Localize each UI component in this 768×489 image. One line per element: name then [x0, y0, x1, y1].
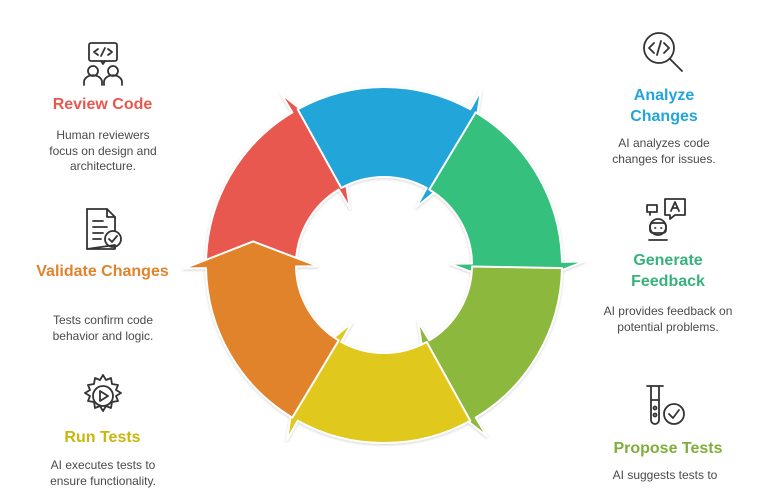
step-title: Analyze Changes — [630, 87, 698, 125]
step-description: AI executes tests to ensure functionalit… — [50, 458, 156, 488]
step-title: Review Code — [52, 96, 153, 113]
step-description: Tests confirm code behavior and logic. — [52, 313, 154, 343]
step-description: AI provides feedback on potential proble… — [603, 304, 733, 334]
step-title: Propose Tests — [613, 440, 723, 457]
play-gear-icon — [84, 374, 122, 412]
code-search-icon — [643, 32, 683, 72]
ai-chat-icon — [646, 198, 686, 241]
step-title: Validate Changes — [36, 263, 169, 280]
cycle-arrow-analyze — [296, 86, 482, 209]
step-description: AI analyzes code changes for issues. — [612, 136, 716, 166]
cycle-arrow-validate — [183, 240, 340, 419]
test-tube-icon — [646, 385, 685, 425]
step-description: AI suggests tests to — [612, 468, 718, 482]
checked-document-icon — [86, 208, 122, 250]
cycle-arrow-feedback — [428, 111, 585, 290]
step-title: Generate Feedback — [631, 252, 705, 290]
step-description: Human reviewers focus on design and arch… — [49, 128, 157, 173]
cycle-arrow-run — [286, 321, 472, 444]
code-review-icon — [83, 42, 123, 86]
step-title: Run Tests — [64, 429, 141, 446]
